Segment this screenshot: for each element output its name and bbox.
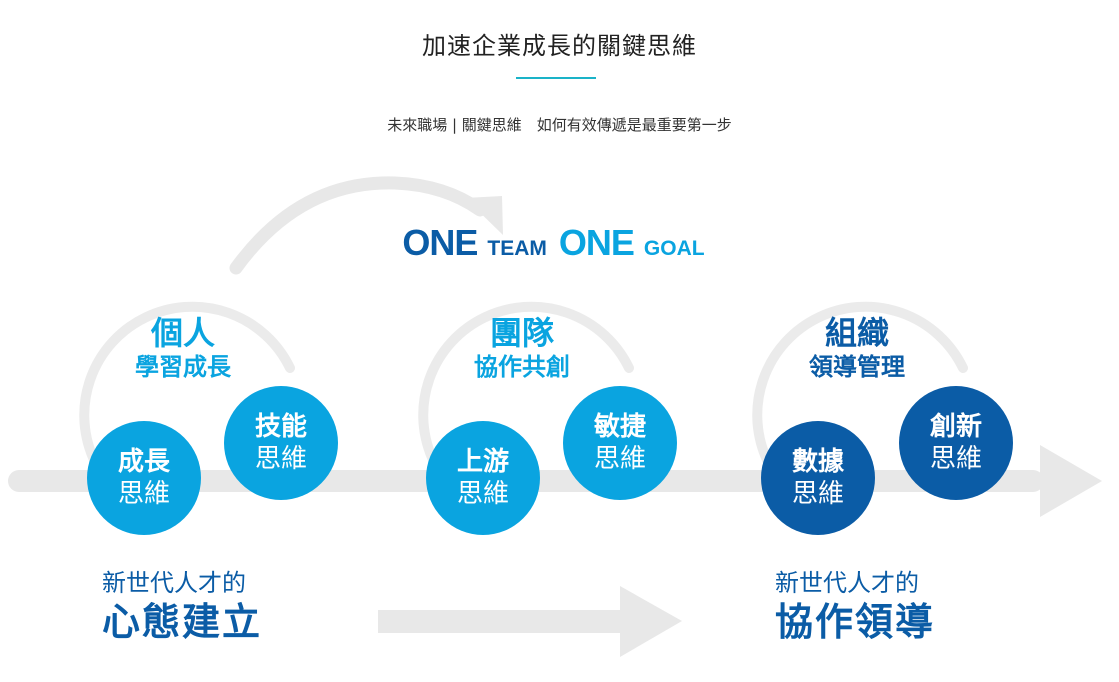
stage-heading: 團隊	[489, 314, 554, 352]
bubble-label-secondary: 思維	[117, 479, 170, 509]
slogan-one-1: ONE	[402, 222, 478, 263]
slogan-team: TEAM	[487, 237, 547, 260]
outcome-prefix: 新世代人才的	[775, 569, 919, 597]
slogan: ONE TEAM ONE GOAL	[0, 222, 1119, 264]
stage-title-personal: 個人 學習成長	[63, 314, 303, 382]
stage-arc-team	[418, 301, 634, 467]
bottom-arrow-shaft	[378, 610, 624, 633]
stage-heading: 個人	[150, 314, 215, 352]
outcome-label: 協作領導	[775, 600, 936, 644]
stage-subheading: 學習成長	[135, 353, 231, 381]
bubble-label-secondary: 思維	[456, 479, 509, 509]
curved-arrow-head	[465, 196, 503, 235]
outcome-prefix: 新世代人才的	[102, 569, 246, 597]
bubble-label-secondary: 思維	[254, 444, 307, 474]
stage-heading: 組織	[824, 314, 889, 352]
outcome-label: 心態建立	[102, 600, 263, 644]
bubble-label-primary: 創新	[929, 412, 982, 442]
stage-title-organization: 組織 領導管理	[737, 314, 977, 382]
bubble-label-primary: 上游	[456, 447, 509, 477]
bubble-label-primary: 技能	[254, 412, 307, 442]
bubble-innovation-mindset: 創新 思維	[899, 386, 1013, 500]
stage-arc-personal	[79, 301, 295, 467]
page-title: 加速企業成長的關鍵思維	[422, 32, 697, 60]
bubble-agile-mindset: 敏捷 思維	[563, 386, 677, 500]
bottom-arrow-head	[620, 586, 682, 657]
bubble-label-secondary: 思維	[593, 444, 646, 474]
slogan-goal: GOAL	[643, 237, 705, 260]
bubble-growth-mindset: 成長 思維	[87, 421, 201, 535]
bubble-label-secondary: 思維	[791, 479, 844, 509]
bubble-skill-mindset: 技能 思維	[224, 386, 338, 500]
bubble-data-mindset: 數據 思維	[761, 421, 875, 535]
stage-subheading: 協作共創	[474, 353, 570, 381]
stage-subheading: 領導管理	[809, 353, 905, 381]
bubble-label-secondary: 思維	[929, 444, 982, 474]
stage-title-team: 團隊 協作共創	[402, 314, 642, 382]
outcome-leadership: 新世代人才的 協作領導	[775, 568, 935, 646]
bubble-label-primary: 數據	[791, 447, 844, 477]
main-arrow-head	[1040, 445, 1102, 517]
slogan-one-2: ONE	[558, 222, 635, 263]
bubble-label-primary: 敏捷	[593, 412, 646, 442]
curved-arrow-shaft	[229, 176, 487, 275]
stage-arc-organization	[752, 301, 968, 467]
title-underline	[516, 77, 596, 79]
bubble-label-primary: 成長	[117, 447, 170, 477]
page-subtitle: 未來職場 | 關鍵思維 如何有效傳遞是最重要第一步	[387, 116, 732, 134]
bubble-upstream-mindset: 上游 思維	[426, 421, 540, 535]
outcome-mindset: 新世代人才的 心態建立	[102, 568, 262, 646]
